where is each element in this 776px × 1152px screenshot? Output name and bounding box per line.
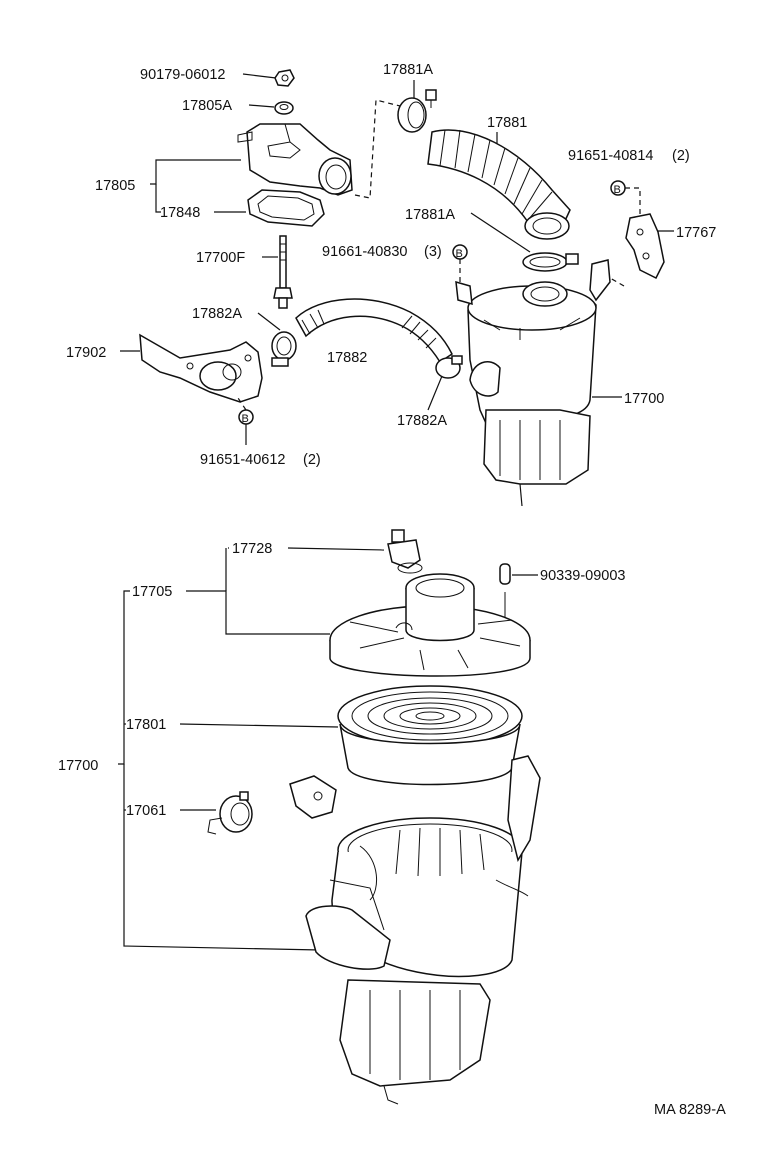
label-group-17705: 17705 xyxy=(132,548,330,635)
bolt-91661-40830: 91661-40830 (3) B xyxy=(322,244,468,282)
label-91651-40612: 91651-40612 xyxy=(200,452,285,468)
bolt-91651-40814: 91651-40814 (2) B xyxy=(568,148,690,215)
bracket-17767: 17767 xyxy=(609,213,716,287)
qty-91661-40830: (3) xyxy=(424,244,442,260)
label-17881: 17881 xyxy=(487,115,527,131)
valve-17728: 17728 xyxy=(228,529,423,574)
label-91661-40830: 91661-40830 xyxy=(322,244,407,260)
bolt-marker-b: B xyxy=(242,413,249,425)
label-17848: 17848 xyxy=(160,205,200,221)
stud-bolt-17700F: 17700F xyxy=(196,235,293,309)
hose-clamp-17881A-top: 17881A xyxy=(383,62,437,133)
hose-clamp-17881A-mid: 17881A xyxy=(405,207,579,272)
label-17700-top: 17700 xyxy=(624,391,664,407)
bolt-91651-40612: B 91651-40612 (2) xyxy=(200,397,321,468)
qty-91651-40612: (2) xyxy=(303,452,321,468)
label-17728: 17728 xyxy=(232,541,272,557)
label-group-17700-bottom: 17700 xyxy=(58,590,321,951)
air-intake-cap-17805: 17805 xyxy=(95,123,353,213)
hose-clamp-17882A-right: 17882A xyxy=(397,355,463,429)
label-17700F: 17700F xyxy=(196,250,245,266)
gasket-17848: 17848 xyxy=(160,189,325,227)
vacuum-actuator-17061: 17061 xyxy=(126,791,253,835)
label-91651-40814: 91651-40814 xyxy=(568,148,653,164)
air-cleaner-cover-17705 xyxy=(329,573,531,677)
label-17902: 17902 xyxy=(66,345,106,361)
label-17882A-right: 17882A xyxy=(397,413,447,429)
label-17700-bottom: 17700 xyxy=(58,758,98,774)
label-17881A-top: 17881A xyxy=(383,62,433,78)
nut-90179-06012: 90179-06012 xyxy=(140,67,295,87)
intake-hose-17881: 17881 xyxy=(427,115,571,240)
label-17767: 17767 xyxy=(676,225,716,241)
plug-90339-09003: 90339-09003 xyxy=(499,563,625,618)
label-17801: 17801 xyxy=(126,717,166,733)
hose-17882: 17882 xyxy=(295,298,453,366)
filter-element-17801: 17801 xyxy=(126,685,523,786)
hose-clamp-17882A-left: 17882A xyxy=(192,306,297,367)
grommet-17805A: 17805A xyxy=(182,98,294,115)
label-17061: 17061 xyxy=(126,803,166,819)
label-17805: 17805 xyxy=(95,178,135,194)
drawing-code: MA 8289-A xyxy=(654,1102,726,1118)
qty-91651-40814: (2) xyxy=(672,148,690,164)
bolt-marker-b: B xyxy=(614,184,621,196)
label-17805A: 17805A xyxy=(182,98,232,114)
label-90339-09003: 90339-09003 xyxy=(540,568,625,584)
label-17705: 17705 xyxy=(132,584,172,600)
shield-bracket-17902: 17902 xyxy=(66,333,263,403)
label-17882A-left: 17882A xyxy=(192,306,242,322)
connection-dashed-line xyxy=(354,99,401,199)
label-90179-06012: 90179-06012 xyxy=(140,67,225,83)
bolt-marker-b: B xyxy=(456,248,463,260)
label-17881A-mid: 17881A xyxy=(405,207,455,223)
air-cleaner-assembly-top: 17700 xyxy=(455,259,664,507)
label-17882: 17882 xyxy=(327,350,367,366)
air-cleaner-housing-17700 xyxy=(289,755,541,1105)
